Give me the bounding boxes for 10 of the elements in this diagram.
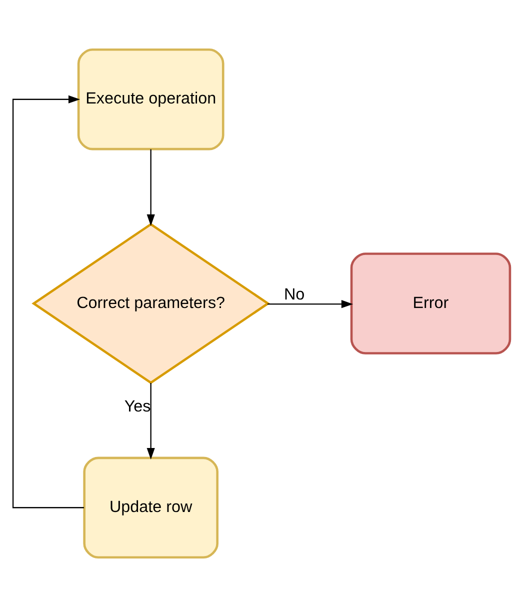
arrow	[268, 300, 353, 308]
arrow	[146, 148, 155, 226]
node-box: Execute operation	[77, 48, 224, 150]
arrow	[12, 94, 84, 508]
arrow	[146, 382, 155, 460]
node-box: Update row	[83, 456, 218, 558]
edge-label: Yes	[124, 396, 151, 415]
node-box: Error	[350, 252, 512, 354]
node-diamond: Correct parameters?	[32, 222, 270, 384]
edge-label: No	[284, 285, 305, 304]
